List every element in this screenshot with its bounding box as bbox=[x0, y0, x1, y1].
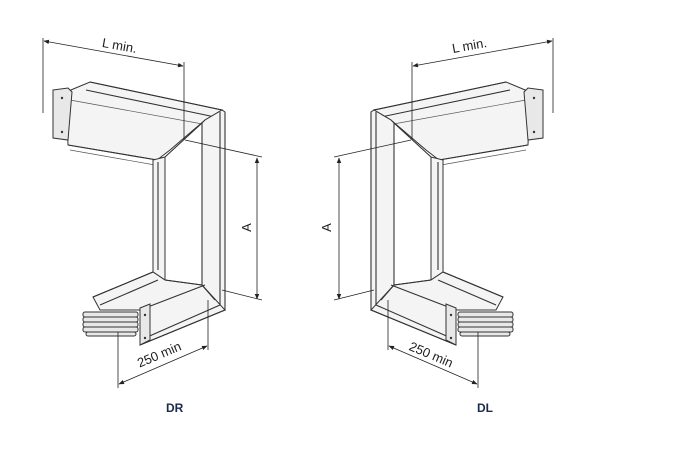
dr-height-label: A bbox=[238, 223, 254, 232]
dl-code-label: DL bbox=[477, 401, 493, 415]
elbow-dr-drawing bbox=[43, 38, 262, 388]
elbow-dl-drawing bbox=[334, 38, 553, 388]
dl-height-label: A bbox=[318, 223, 334, 232]
dr-code-label: DR bbox=[166, 401, 184, 415]
